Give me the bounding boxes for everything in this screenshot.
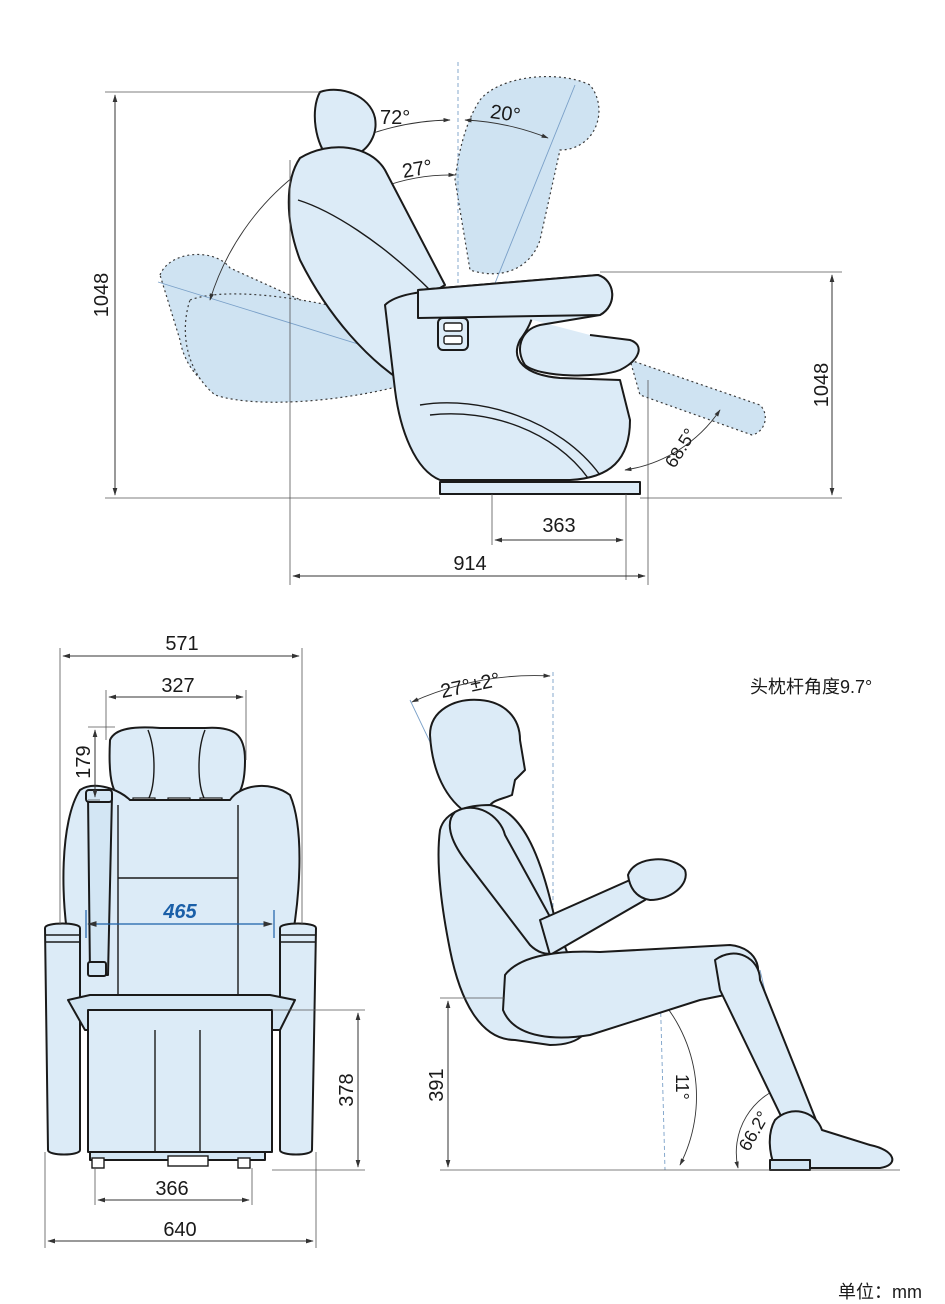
- label-thigh-angle: 11°: [672, 1074, 692, 1100]
- arc-torso: [411, 673, 551, 703]
- label-571: 571: [165, 633, 198, 655]
- side-view: 1048 1048 363 914 72° 20° 27° 68.5°: [91, 62, 842, 585]
- label-327: 327: [161, 675, 194, 697]
- backrest-front: [62, 784, 301, 1011]
- label-378: 378: [336, 1073, 358, 1106]
- unit-label: 单位：mm: [838, 1282, 922, 1302]
- label-torso-angle: 27°±2°: [439, 669, 503, 703]
- headrest-side: [313, 88, 377, 161]
- foot: [768, 1110, 894, 1169]
- label-465: 465: [162, 901, 197, 923]
- arc-68: [624, 409, 721, 472]
- label-72: 72°: [380, 107, 410, 129]
- label-914: 914: [453, 553, 486, 575]
- belt-buckle-top: [85, 789, 113, 803]
- armrest-left: [44, 922, 81, 1156]
- front-view: 571 327 179 465 378 366 640: [44, 633, 365, 1248]
- seat-base-front: [87, 1009, 273, 1153]
- armrest-right: [279, 922, 317, 1156]
- label-366: 366: [155, 1178, 188, 1200]
- ghost-upright-backrest: [454, 76, 600, 275]
- label-knee-angle: 66.2°: [735, 1108, 773, 1155]
- label-363: 363: [542, 515, 575, 537]
- label-179: 179: [73, 745, 95, 778]
- label-27: 27°: [401, 156, 435, 183]
- seat-side: [287, 88, 641, 495]
- headrest-front: [108, 726, 246, 803]
- label-391: 391: [426, 1068, 448, 1101]
- seatbelt: [87, 794, 113, 976]
- posture-view: 391 27°±2° 头枕杆角度9.7° 11° 66.2°: [409, 669, 900, 1171]
- label-1048-right: 1048: [811, 363, 833, 408]
- label-640: 640: [163, 1219, 196, 1241]
- ghost-legrest: [629, 359, 766, 436]
- label-20: 20°: [489, 101, 522, 127]
- hand: [627, 858, 687, 901]
- human-figure: [429, 698, 894, 1171]
- label-headrest-rod-angle: 头枕杆角度9.7°: [750, 677, 872, 697]
- rail-base: [439, 481, 641, 495]
- label-68: 68.5°: [661, 425, 700, 471]
- head: [429, 698, 526, 816]
- arc-20: [464, 118, 549, 139]
- label-1048-left: 1048: [91, 273, 113, 318]
